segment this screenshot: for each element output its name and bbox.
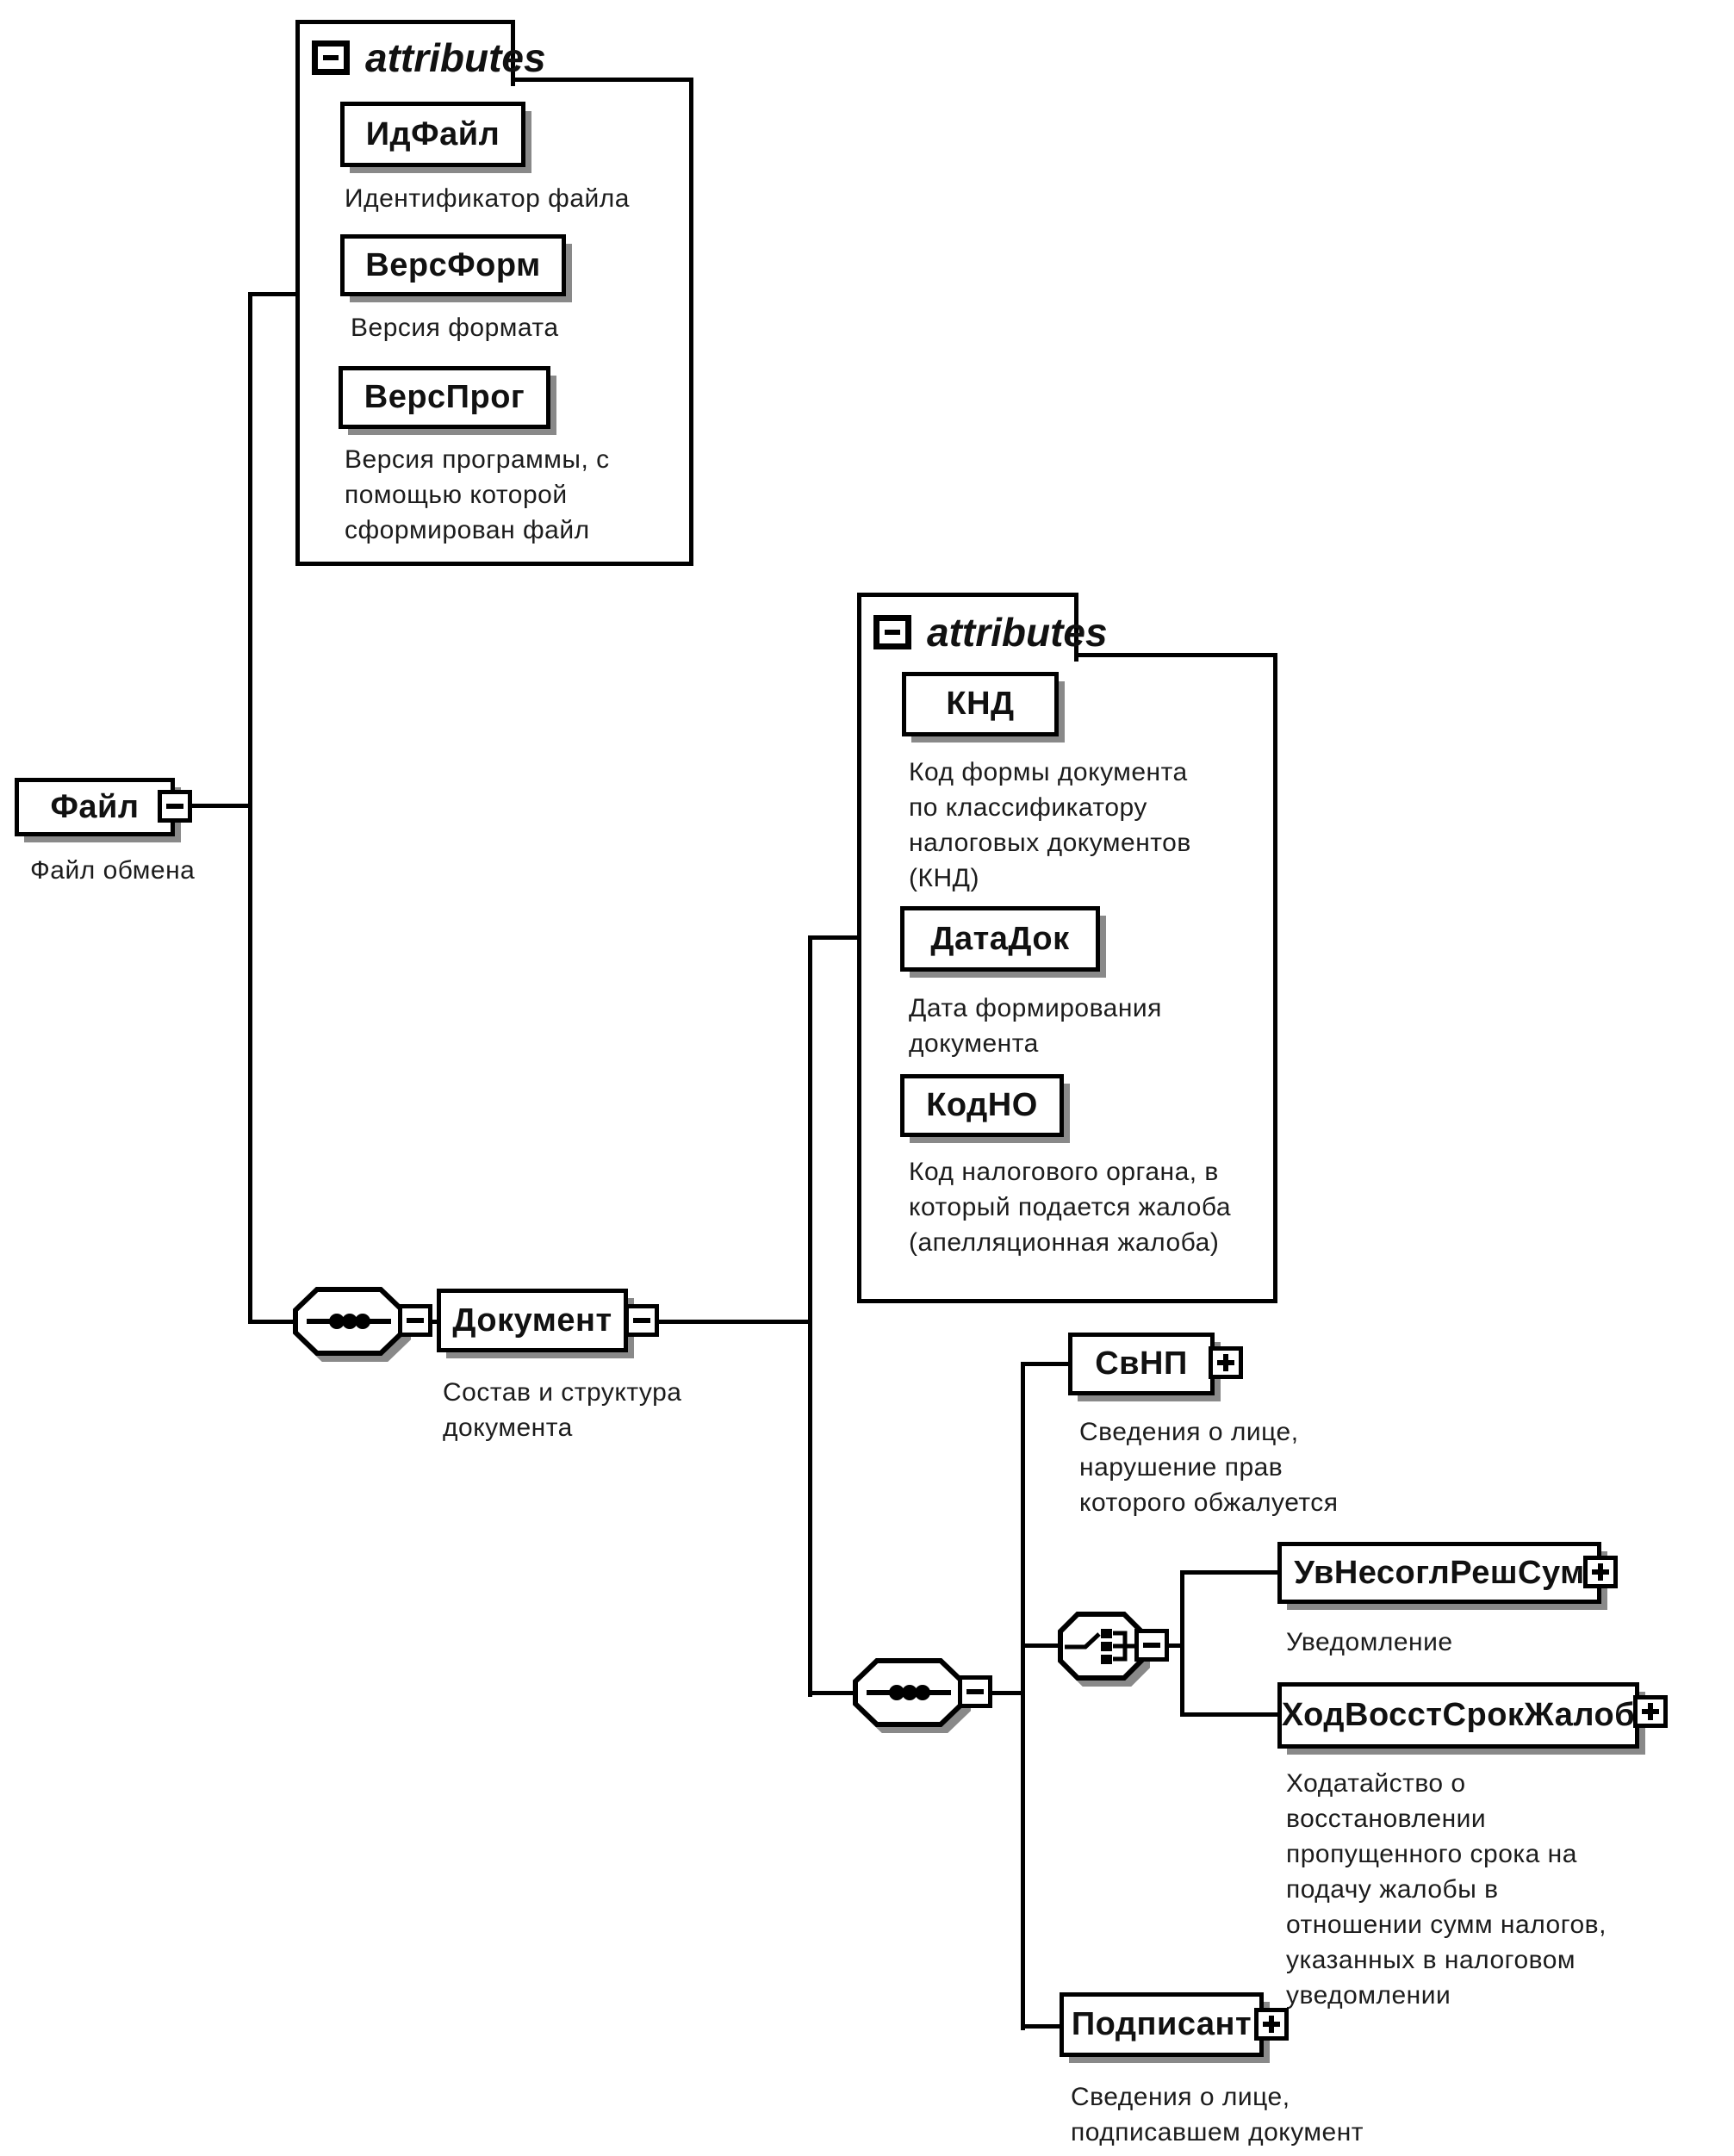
- attribute-datadok[interactable]: ДатаДок: [900, 906, 1100, 972]
- element-podpisant[interactable]: Подписант: [1060, 1992, 1264, 2057]
- connector-line: [1021, 1643, 1061, 1648]
- element-name: Документ: [452, 1302, 612, 1339]
- attribute-name: КодНО: [926, 1087, 1038, 1123]
- element-svnp[interactable]: СвНП: [1068, 1333, 1215, 1395]
- collapse-icon[interactable]: [312, 40, 350, 75]
- connector-line: [1021, 2024, 1061, 2029]
- element-name: ХодВосстСрокЖалоб: [1281, 1697, 1636, 1733]
- connector-line: [429, 1320, 441, 1324]
- element-annotation: Сведения о лице, нарушение прав которого…: [1079, 1418, 1339, 1517]
- attribute-idfajl[interactable]: ИдФайл: [340, 102, 525, 167]
- element-annotation: Уведомление: [1286, 1628, 1453, 1656]
- collapse-icon[interactable]: [158, 790, 192, 823]
- connector-line: [808, 1691, 857, 1695]
- connector-line: [657, 1320, 812, 1324]
- connector-line: [248, 292, 252, 1324]
- expand-icon[interactable]: [1633, 1695, 1668, 1728]
- connector-line: [1180, 1712, 1277, 1717]
- document-attributes-header: attributes: [857, 593, 1108, 662]
- attribute-name: ДатаДок: [930, 920, 1070, 957]
- element-file[interactable]: Файл: [15, 778, 175, 836]
- attribute-annotation: Идентификатор файла: [345, 184, 630, 213]
- element-annotation: Сведения о лице, подписавшем документ: [1071, 2083, 1364, 2147]
- attribute-annotation: Код налогового органа, в который подаетс…: [909, 1158, 1232, 1257]
- document-attributes-box: [857, 653, 1277, 1303]
- collapse-icon[interactable]: [1134, 1629, 1169, 1662]
- expand-icon[interactable]: [1583, 1556, 1618, 1588]
- expand-icon[interactable]: [1254, 2008, 1289, 2041]
- connector-line: [991, 1691, 1025, 1695]
- element-name: Подписант: [1071, 2006, 1252, 2042]
- attribute-versprog[interactable]: ВерсПрог: [339, 366, 550, 429]
- sequence-icon[interactable]: [853, 1658, 965, 1727]
- attribute-kodno[interactable]: КодНО: [900, 1074, 1064, 1137]
- connector-line: [1180, 1570, 1277, 1575]
- element-name: УвНесоглРешСум: [1294, 1554, 1585, 1591]
- attribute-annotation: Версия формата: [351, 314, 559, 342]
- attributes-label: attributes: [927, 609, 1108, 655]
- connector-line: [1165, 1643, 1184, 1648]
- attribute-name: ИдФайл: [365, 115, 500, 152]
- attribute-name: ВерсПрог: [364, 379, 525, 415]
- file-attributes-header: attributes: [295, 20, 546, 86]
- collapse-icon[interactable]: [958, 1675, 992, 1708]
- element-annotation: Состав и структура документа: [443, 1378, 682, 1442]
- connector-line: [191, 804, 252, 808]
- collapse-icon[interactable]: [625, 1304, 659, 1337]
- element-annotation: Ходатайство о восстановлении пропущенног…: [1286, 1769, 1607, 2010]
- attribute-name: ВерсФорм: [365, 246, 541, 283]
- element-name: СвНП: [1095, 1345, 1188, 1382]
- connector-line: [1021, 1362, 1068, 1366]
- element-uvnesoglreshsum[interactable]: УвНесоглРешСум: [1277, 1542, 1601, 1604]
- connector-line: [248, 1320, 296, 1324]
- connector-line: [808, 935, 812, 1697]
- attribute-annotation: Дата формирования документа: [909, 994, 1162, 1058]
- sequence-icon[interactable]: [293, 1287, 405, 1356]
- element-annotation: Файл обмена: [30, 856, 196, 885]
- attribute-name: КНД: [946, 686, 1015, 722]
- collapse-icon[interactable]: [398, 1304, 432, 1337]
- attribute-annotation: Версия программы, с помощью которой сфор…: [345, 445, 610, 544]
- element-name: Файл: [50, 788, 140, 825]
- collapse-icon[interactable]: [873, 614, 911, 649]
- attribute-annotation: Код формы документа по классификатору на…: [909, 758, 1191, 892]
- choice-icon[interactable]: [1058, 1612, 1144, 1681]
- attributes-label: attributes: [365, 35, 546, 80]
- element-document[interactable]: Документ: [437, 1289, 628, 1352]
- attribute-versform[interactable]: ВерсФорм: [340, 234, 566, 296]
- connector-line: [248, 292, 297, 296]
- expand-icon[interactable]: [1209, 1346, 1243, 1379]
- attribute-knd[interactable]: КНД: [902, 672, 1059, 736]
- connector-line: [1180, 1570, 1184, 1717]
- element-hodvosstsrokzhalob[interactable]: ХодВосстСрокЖалоб: [1277, 1682, 1639, 1749]
- connector-line: [1021, 1362, 1025, 2030]
- connector-line: [808, 935, 860, 940]
